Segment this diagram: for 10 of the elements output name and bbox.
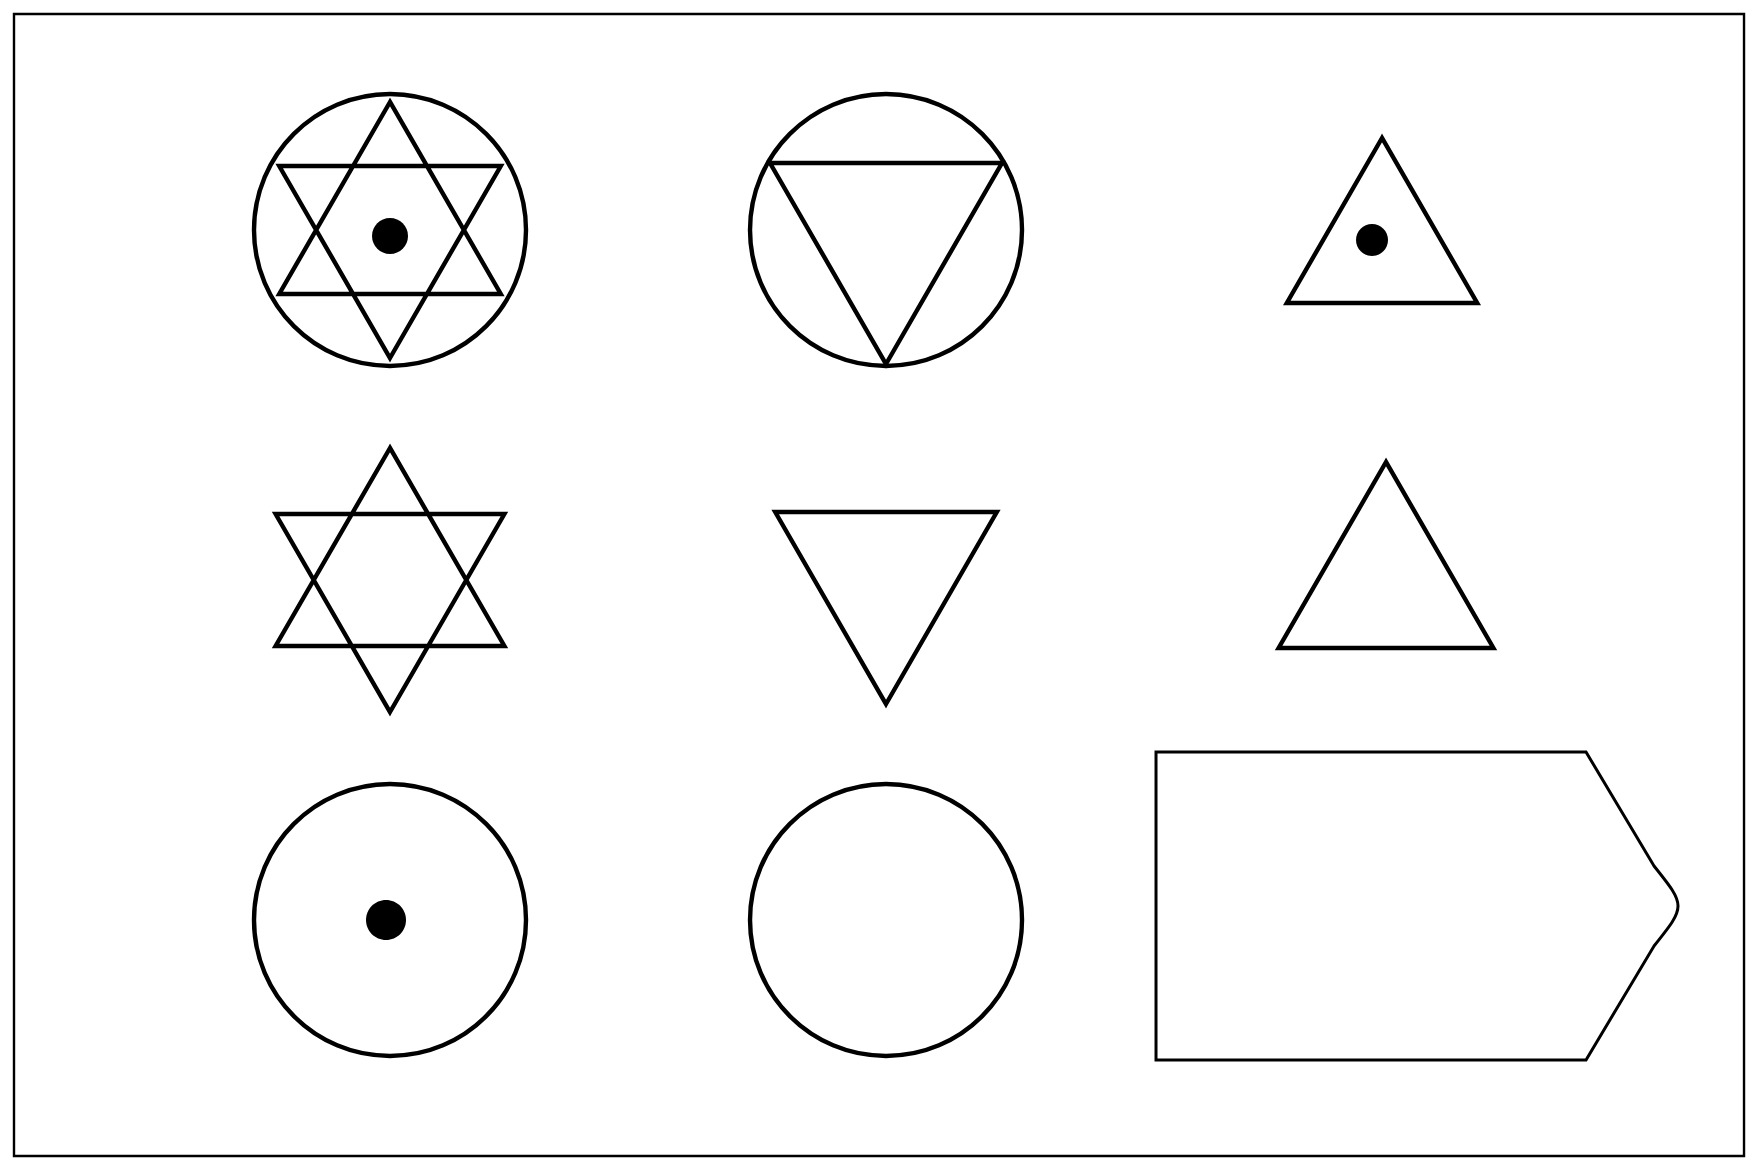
dot-symbol	[372, 218, 408, 254]
circle-symbol	[251, 781, 529, 1059]
hexagram-symbol	[271, 445, 509, 715]
hexagram-symbol	[275, 99, 505, 361]
pentagon-symbol	[1154, 750, 1680, 1062]
dot-symbol	[366, 900, 406, 940]
circle-symbol	[747, 781, 1025, 1059]
circle-symbol	[251, 91, 529, 369]
dot-symbol	[1356, 224, 1388, 256]
circle-symbol	[747, 91, 1025, 369]
